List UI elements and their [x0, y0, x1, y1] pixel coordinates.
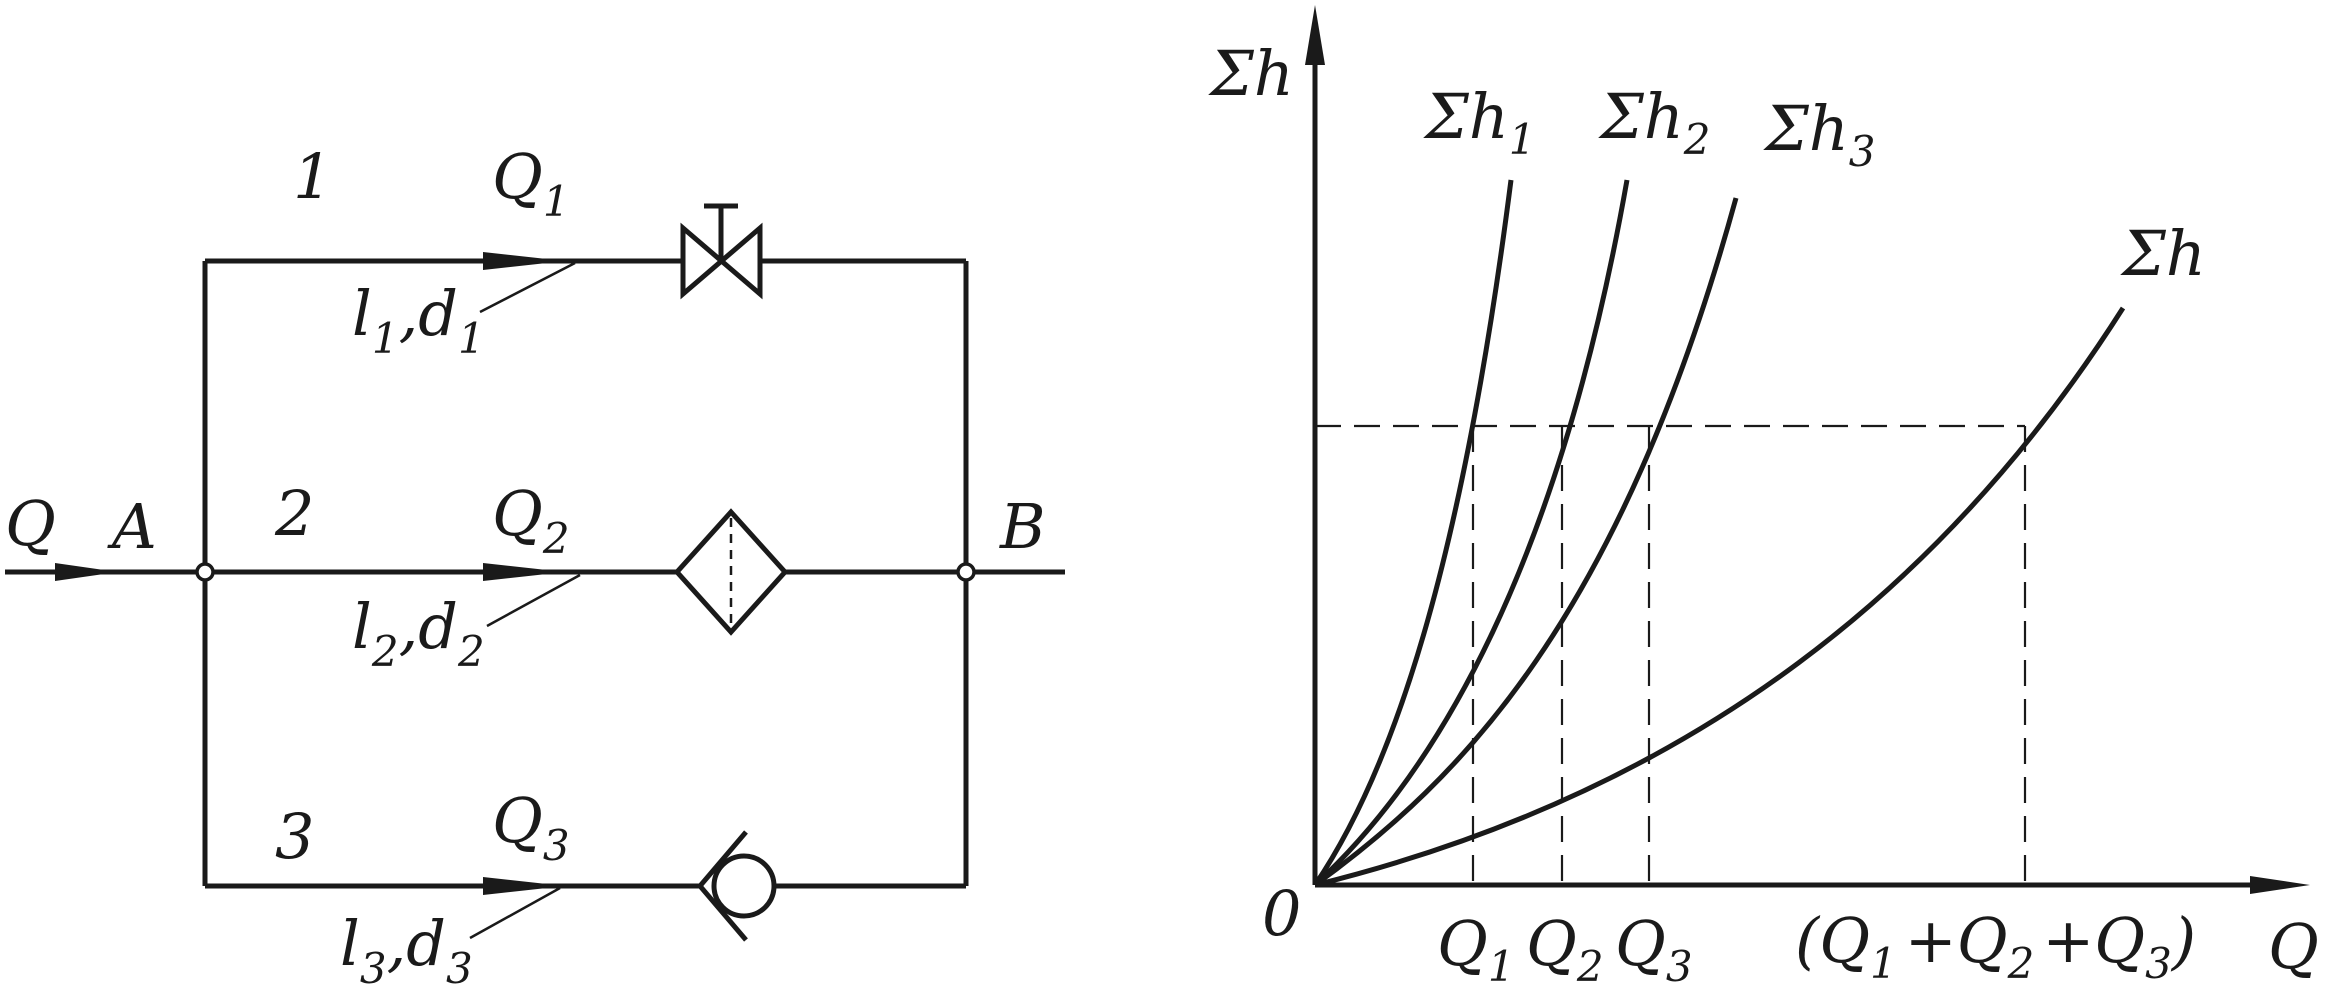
- curve-h3: [1313, 197, 1739, 888]
- branch-1-flow-arrow: [483, 252, 565, 270]
- origin-label: 0: [1262, 877, 1301, 950]
- branch-3-flow-arrow: [483, 877, 565, 895]
- x-tick-q1: Q1: [1437, 907, 1515, 991]
- x-tick-qsum: (Q1+Q2+Q3): [1795, 904, 2196, 988]
- x-tick-q2: Q2: [1526, 907, 1604, 991]
- node-a-dot: [195, 562, 215, 582]
- curve-h1: [1312, 179, 1514, 887]
- head-loss-graph: Σh Q 0 Σh1 Σh2 Σh3 Σh Q1 Q2 Q3 (Q1+Q2+Q3…: [1208, 5, 2319, 991]
- branch-1-dimensions: l1,d1: [352, 277, 485, 363]
- inlet-flow-arrow: [55, 563, 118, 581]
- curve-h-total-label: Σh: [2120, 217, 2206, 290]
- branch-3-dimensions: l3,d3: [340, 907, 473, 993]
- node-a-label: A: [107, 490, 157, 563]
- node-b-label: B: [999, 490, 1046, 563]
- curve-h2-label: Σh2: [1598, 80, 1711, 164]
- curve-h3-label: Σh3: [1763, 92, 1876, 176]
- branch-2-flow-label: Q2: [492, 477, 570, 563]
- branch-1-flow-label: Q1: [492, 140, 570, 226]
- valve-icon: [680, 203, 763, 300]
- branch-3-flow-label: Q3: [492, 784, 570, 870]
- branch-3-leader: [469, 886, 561, 940]
- y-axis-label: Σh: [1208, 37, 1294, 110]
- x-tick-q3: Q3: [1615, 907, 1693, 991]
- inlet-label: Q: [5, 487, 56, 560]
- x-axis-label: Q: [2268, 910, 2319, 983]
- y-axis-arrow: [1305, 5, 1325, 65]
- branch-3-number: 3: [275, 800, 314, 873]
- branch-1-number: 1: [293, 140, 332, 213]
- curve-h-total: [1314, 306, 2126, 888]
- filter-icon: [673, 508, 789, 636]
- parallel-circuit: Q A B 1 2 3 Q1 Q2 Q3 l1,d1 l2,d2 l3,d3: [5, 140, 1065, 993]
- branch-2-leader: [486, 573, 581, 628]
- x-axis-arrow: [2250, 876, 2310, 894]
- curve-h1-label: Σh1: [1423, 80, 1536, 164]
- node-b-dot: [956, 562, 976, 582]
- check-valve-icon: [698, 830, 777, 942]
- curve-h2: [1313, 179, 1630, 887]
- branch-1-leader: [479, 261, 576, 314]
- branch-2-dimensions: l2,d2: [352, 590, 485, 676]
- branch-2-flow-arrow: [483, 563, 565, 581]
- branch-2-number: 2: [274, 477, 314, 550]
